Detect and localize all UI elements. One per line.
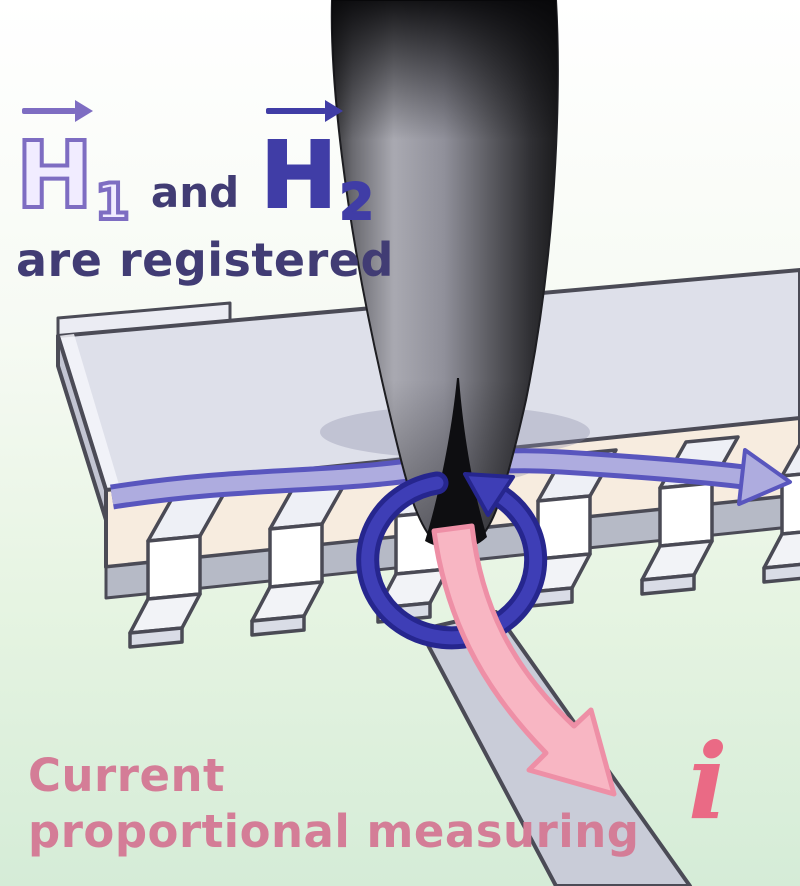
h2-letter: H: [259, 122, 338, 229]
h1-symbol: H1: [14, 92, 132, 233]
probe-tip-notch: [425, 378, 487, 550]
chip-edge-highlight: [58, 334, 120, 490]
h1-subscript: 1: [93, 171, 132, 233]
pin-1: [128, 488, 228, 649]
current-arrow: [431, 523, 617, 797]
pin-6: [762, 440, 800, 584]
field-flow-arrowhead: [737, 448, 792, 506]
current-symbol-i: i: [688, 720, 728, 843]
pin-2: [250, 476, 350, 637]
h2-vector-arrow: [266, 100, 344, 122]
current-measuring-label: Current proportional measuring: [28, 748, 639, 860]
field-registered-label: H1 and H2 are registered: [14, 92, 416, 287]
field-label-row1: H1 and H2: [14, 92, 416, 233]
h2-symbol: H2: [259, 92, 375, 232]
registered-text: are registered: [16, 233, 394, 287]
field-loop-band: [361, 476, 543, 645]
field-loop-arrowhead: [463, 472, 515, 517]
current-label-line2: proportional measuring: [28, 805, 640, 858]
conjunction-text: and: [150, 168, 240, 217]
field-loop-arrow: [356, 471, 548, 650]
h2-subscript: 2: [338, 172, 375, 232]
h1-vector-arrow: [22, 100, 93, 122]
pin-row: [128, 435, 800, 649]
probe: [330, 0, 559, 553]
current-label-line1: Current: [28, 749, 226, 802]
h1-letter: H: [14, 122, 95, 229]
